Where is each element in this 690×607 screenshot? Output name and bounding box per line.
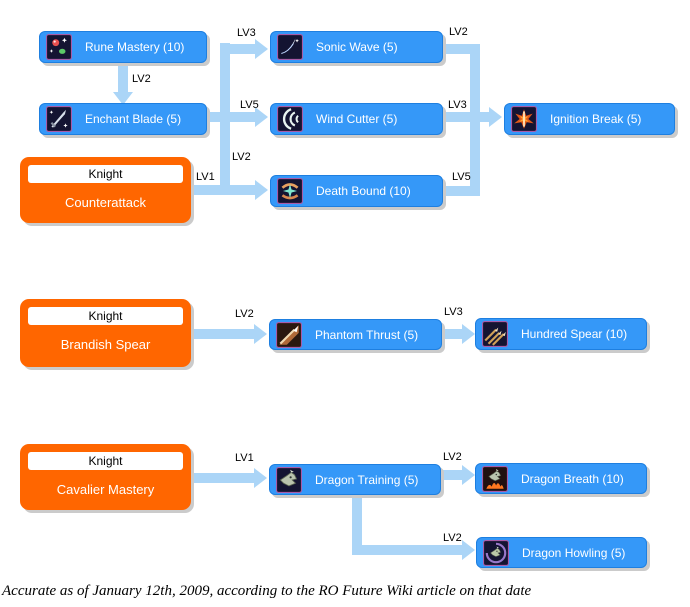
skill-label: Death Bound (10) bbox=[316, 184, 411, 198]
connector-to-ignition-break bbox=[443, 112, 489, 122]
level-label-enchant-to-wind: LV5 bbox=[240, 99, 259, 111]
arrowhead-to-dragon-breath bbox=[462, 465, 475, 485]
connector-to-dragon-breath bbox=[441, 470, 462, 480]
level-label-training-to-howling: LV2 bbox=[443, 532, 462, 544]
skill-label: Phantom Thrust (5) bbox=[315, 327, 419, 342]
skill-box-dragon-howling: Dragon Howling (5) bbox=[476, 537, 647, 568]
skill-label: Sonic Wave (5) bbox=[316, 40, 398, 54]
arrowhead-to-dragon-howling bbox=[462, 540, 475, 560]
dragon-howling-icon bbox=[483, 539, 509, 566]
sonic-wave-icon bbox=[277, 34, 303, 60]
enchant-blade-icon bbox=[46, 106, 72, 132]
wind-cutter-icon bbox=[277, 106, 303, 132]
skill-label: Dragon Breath (10) bbox=[521, 471, 624, 486]
level-label-sonic-to-ignition: LV2 bbox=[449, 26, 468, 38]
skill-box-phantom-thrust: Phantom Thrust (5) bbox=[269, 319, 442, 350]
skill-box-dragon-training: Dragon Training (5) bbox=[269, 464, 441, 495]
arrowhead-to-phantom-thrust bbox=[254, 324, 267, 344]
hundred-spear-icon bbox=[482, 321, 508, 347]
arrowhead-to-ignition-break bbox=[489, 107, 502, 127]
connector-to-death-bound bbox=[191, 185, 255, 195]
connector-to-wind-cutter bbox=[206, 112, 255, 122]
class-name-strip: Knight bbox=[28, 165, 183, 183]
dragon-training-icon bbox=[276, 466, 302, 493]
arrowhead-down-rune-to-enchant bbox=[113, 92, 133, 105]
skill-box-hundred-spear: Hundred Spear (10) bbox=[475, 318, 647, 350]
class-skill-name: Counterattack bbox=[65, 195, 146, 210]
class-box-brandish-spear: Knight Brandish Spear bbox=[20, 299, 191, 367]
skill-label: Wind Cutter (5) bbox=[316, 112, 398, 126]
class-skill-name: Brandish Spear bbox=[60, 337, 151, 352]
level-label-rune-to-enchant: LV2 bbox=[132, 73, 151, 85]
skill-label: Enchant Blade (5) bbox=[85, 112, 182, 126]
level-label-brandish-to-phantom: LV2 bbox=[235, 308, 254, 320]
level-label-phantom-to-hundred: LV3 bbox=[444, 306, 463, 318]
ignition-break-icon bbox=[511, 106, 537, 132]
skill-label: Dragon Training (5) bbox=[315, 472, 419, 487]
dragon-breath-icon bbox=[482, 465, 508, 492]
level-label-enchant-to-sonic: LV3 bbox=[237, 27, 256, 39]
caption-text: Accurate as of January 12th, 2009, accor… bbox=[2, 583, 532, 599]
arrowhead-to-hundred-spear bbox=[462, 324, 475, 344]
class-box-cavalier-mastery: Knight Cavalier Mastery bbox=[20, 444, 191, 510]
skill-box-enchant-blade: Enchant Blade (5) bbox=[39, 103, 207, 135]
connector-to-hundred-spear bbox=[442, 329, 462, 339]
skill-label: Rune Mastery (10) bbox=[85, 40, 185, 54]
phantom-thrust-icon bbox=[276, 321, 302, 348]
arrowhead-to-dragon-training bbox=[254, 468, 267, 488]
connector-howling-vertical bbox=[352, 495, 362, 555]
skill-box-rune-mastery: Rune Mastery (10) bbox=[39, 31, 207, 63]
connector-to-dragon-training bbox=[191, 473, 254, 483]
skill-box-wind-cutter: Wind Cutter (5) bbox=[270, 103, 443, 135]
class-name-strip: Knight bbox=[28, 307, 183, 325]
skill-box-ignition-break: Ignition Break (5) bbox=[504, 103, 675, 135]
connector-to-dragon-howling bbox=[352, 545, 462, 555]
class-skill-name: Cavalier Mastery bbox=[56, 482, 155, 497]
connector-to-phantom-thrust bbox=[191, 329, 254, 339]
skill-box-death-bound: Death Bound (10) bbox=[270, 175, 443, 207]
class-name-strip: Knight bbox=[28, 452, 183, 470]
connector-rune-to-enchant bbox=[118, 63, 128, 93]
level-label-enchant-to-death: LV2 bbox=[232, 151, 251, 163]
class-box-counterattack: Knight Counterattack bbox=[20, 157, 191, 223]
level-label-death-to-ignition: LV5 bbox=[452, 171, 471, 183]
skill-label: Dragon Howling (5) bbox=[522, 545, 626, 560]
skill-box-dragon-breath: Dragon Breath (10) bbox=[475, 463, 647, 494]
level-label-wind-to-ignition: LV3 bbox=[448, 99, 467, 111]
level-label-cavalier-to-training: LV1 bbox=[235, 452, 254, 464]
skill-box-sonic-wave: Sonic Wave (5) bbox=[270, 31, 443, 63]
arrowhead-to-death-bound bbox=[255, 180, 268, 200]
rune-mastery-icon bbox=[46, 34, 72, 60]
connector-death-to-trunk bbox=[443, 186, 480, 196]
connector-to-sonic-wave bbox=[220, 44, 255, 54]
arrowhead-to-wind-cutter bbox=[255, 107, 268, 127]
skill-label: Ignition Break (5) bbox=[550, 112, 642, 126]
level-label-counter-to-death: LV1 bbox=[196, 171, 215, 183]
level-label-training-to-breath: LV2 bbox=[443, 451, 462, 463]
death-bound-icon bbox=[277, 178, 303, 204]
arrowhead-to-sonic-wave bbox=[255, 39, 268, 59]
connector-sonic-to-trunk bbox=[443, 44, 480, 54]
skill-label: Hundred Spear (10) bbox=[521, 327, 628, 341]
